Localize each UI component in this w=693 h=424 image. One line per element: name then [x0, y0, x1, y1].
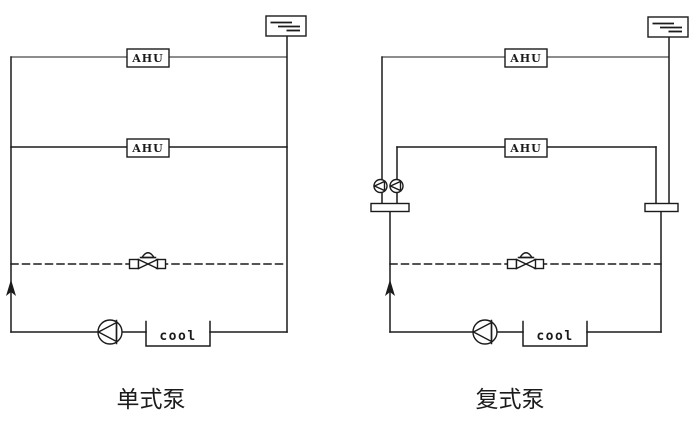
secondary-pump-icon-1 [372, 178, 388, 194]
control-valve-icon [506, 252, 545, 270]
ahu-unit-bottom: AHU [504, 138, 548, 158]
control-valve-icon [128, 252, 167, 270]
ahu-box [504, 138, 548, 158]
pump-impeller [388, 180, 402, 192]
valve-flange-left [506, 258, 518, 270]
chiller-icon: cool [145, 320, 211, 347]
ahu-box [504, 48, 548, 68]
valve-body-right [524, 258, 537, 270]
ahu-box [126, 138, 170, 158]
pump-icon [472, 319, 498, 345]
secondary-pump-icon-2 [388, 178, 404, 194]
valve-body-left [515, 258, 528, 270]
expansion-tank-icon [265, 15, 307, 37]
valve-flange-left [128, 258, 140, 270]
diagram-caption: 单式泵 [117, 387, 186, 413]
valve-body-right [146, 258, 159, 270]
supply-header-bar [370, 202, 410, 213]
ahu-unit-top: AHU [504, 48, 548, 68]
ahu-box [126, 48, 170, 68]
chiller-label: cool [159, 329, 196, 344]
ahu-label: AHU [509, 142, 542, 155]
ahu-label: AHU [131, 52, 164, 65]
diagram-caption: 复式泵 [476, 387, 545, 413]
chiller-label: cool [536, 329, 573, 344]
pump-icon [97, 319, 123, 345]
flow-arrow-icon [385, 279, 395, 296]
chiller-shell [522, 320, 588, 347]
ahu-label: AHU [131, 142, 164, 155]
ahu-unit-top: AHU [126, 48, 170, 68]
return-header-bar [644, 202, 679, 213]
ahu-label: AHU [509, 52, 542, 65]
valve-body-left [137, 258, 150, 270]
single-pump-diagram: AHU AHU cool 单式泵 [6, 15, 307, 413]
ahu-unit-bottom: AHU [126, 138, 170, 158]
flow-arrow-icon [6, 279, 16, 296]
chiller-shell [145, 320, 211, 347]
expansion-tank-icon [647, 16, 689, 38]
compound-pump-diagram: AHU AHU [370, 16, 689, 413]
chiller-icon: cool [522, 320, 588, 347]
pump-impeller [372, 180, 386, 192]
